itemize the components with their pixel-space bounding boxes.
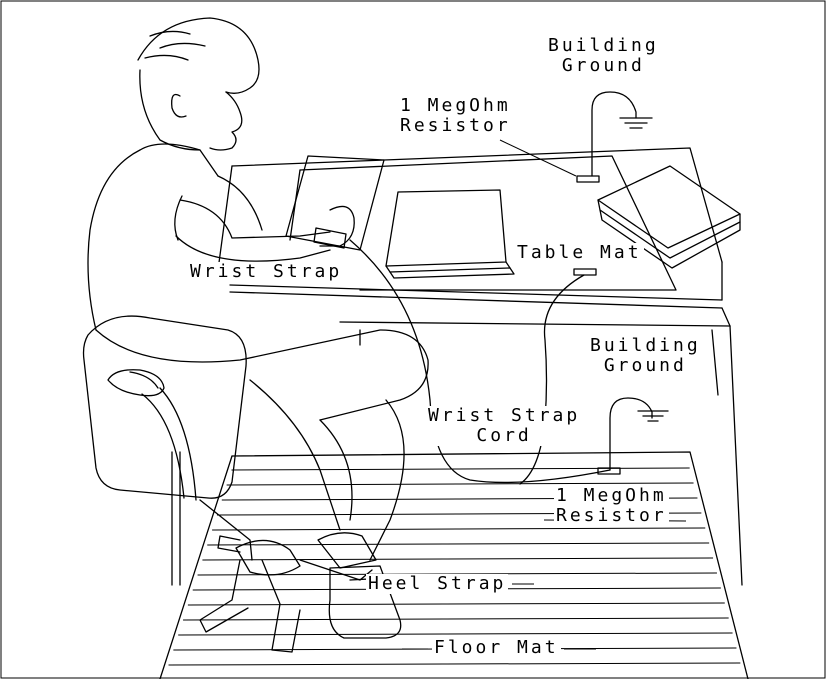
- label-resistor-bottom-line1: 1 MegOhm: [556, 485, 667, 506]
- floor-mat-line: [202, 557, 714, 561]
- label-building-ground-top: Building Ground: [546, 36, 661, 76]
- resistor-bottom: [597, 467, 621, 475]
- floor-mat-line: [168, 662, 741, 666]
- label-building-ground-middle-line2: Ground: [603, 355, 687, 376]
- label-wrist-strap-cord: Wrist Strap Cord: [426, 405, 583, 446]
- wrist-strap-cord-wire: [519, 274, 585, 485]
- label-wrist-strap-cord-line2: Cord: [476, 425, 532, 446]
- label-building-ground-top-line2: Ground: [561, 55, 645, 76]
- floor-mat-line: [226, 482, 694, 486]
- floor-mat-line: [178, 632, 733, 636]
- label-table-mat: Table Mat: [515, 242, 644, 263]
- resistor-top-leader: [499, 139, 577, 177]
- book-stack-center: [385, 189, 515, 279]
- table-mat-snap: [573, 268, 597, 276]
- floor-mat-line: [212, 527, 706, 531]
- floor-mat-line: [183, 617, 729, 621]
- floor-mat-line: [231, 467, 690, 471]
- label-floor-mat: Floor Mat: [432, 637, 561, 658]
- label-resistor-bottom-line2: Resistor: [556, 505, 667, 526]
- label-resistor-bottom: 1 MegOhm Resistor: [554, 486, 669, 526]
- ground-wire-middle: [609, 397, 669, 471]
- label-building-ground-top-line1: Building: [548, 35, 659, 56]
- chair: [82, 315, 373, 653]
- label-building-ground-middle: Building Ground: [588, 336, 703, 376]
- book-stack-right: [597, 165, 741, 269]
- wrist-strap-cord-wire-2: [349, 239, 611, 484]
- floor-mat: [159, 451, 749, 679]
- ground-wire-top: [591, 91, 653, 177]
- label-resistor-top-line2: Resistor: [400, 115, 511, 136]
- label-heel-strap: Heel Strap: [366, 573, 509, 594]
- label-building-ground-middle-line1: Building: [590, 335, 701, 356]
- label-resistor-top-line1: 1 MegOhm: [400, 95, 511, 116]
- floor-mat-line: [207, 542, 710, 546]
- resistor-top: [576, 175, 600, 183]
- floor-mat-line: [187, 602, 725, 606]
- label-resistor-top: 1 MegOhm Resistor: [398, 96, 513, 136]
- label-wrist-strap-cord-line1: Wrist Strap: [428, 405, 581, 426]
- person: [87, 17, 429, 639]
- label-wrist-strap: Wrist Strap: [188, 261, 345, 282]
